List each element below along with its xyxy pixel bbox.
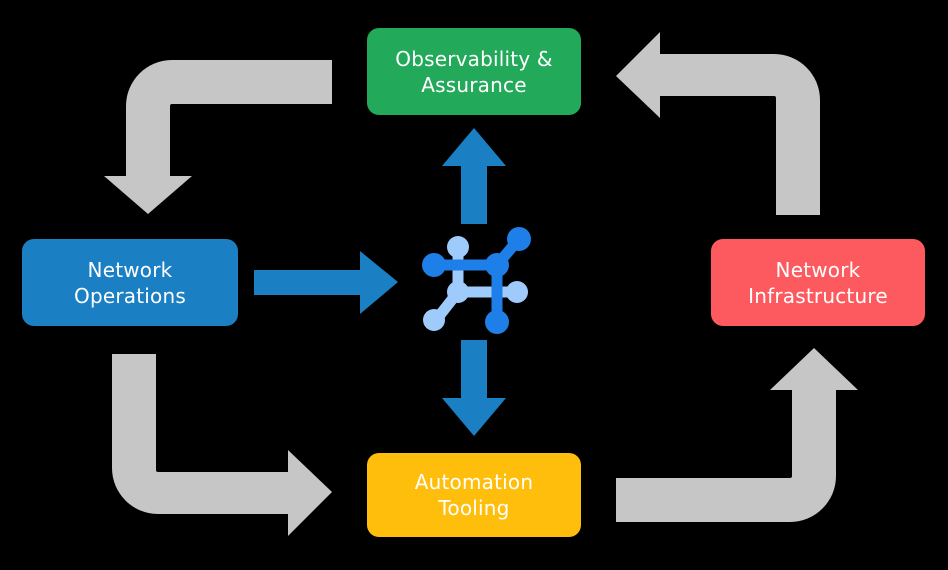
node-observability-label: Observability & Assurance bbox=[395, 46, 553, 97]
node-automation-tooling-label: Automation Tooling bbox=[414, 470, 534, 520]
arrow-network-operations-to-automation-tooling bbox=[112, 354, 332, 536]
node-network-infrastructure-label: Network Infrastructure bbox=[748, 257, 888, 308]
node-network-operations[interactable]: Network Operations bbox=[22, 239, 238, 326]
node-automation-tooling[interactable]: Automation Tooling bbox=[367, 453, 581, 537]
arrow-network-operations-to-center bbox=[254, 251, 398, 314]
arrow-observability-to-network-operations bbox=[104, 60, 332, 214]
arrow-center-to-observability bbox=[442, 128, 506, 224]
arrow-automation-tooling-to-network-infrastructure bbox=[616, 348, 858, 522]
node-network-operations-label: Network Operations bbox=[74, 257, 186, 308]
arrow-network-infrastructure-to-observability bbox=[616, 32, 820, 215]
network-topology-icon bbox=[422, 227, 531, 334]
arrow-center-to-automation-tooling bbox=[442, 340, 506, 436]
node-network-infrastructure[interactable]: Network Infrastructure bbox=[711, 239, 925, 326]
node-observability-and-assurance[interactable]: Observability & Assurance bbox=[367, 28, 581, 115]
